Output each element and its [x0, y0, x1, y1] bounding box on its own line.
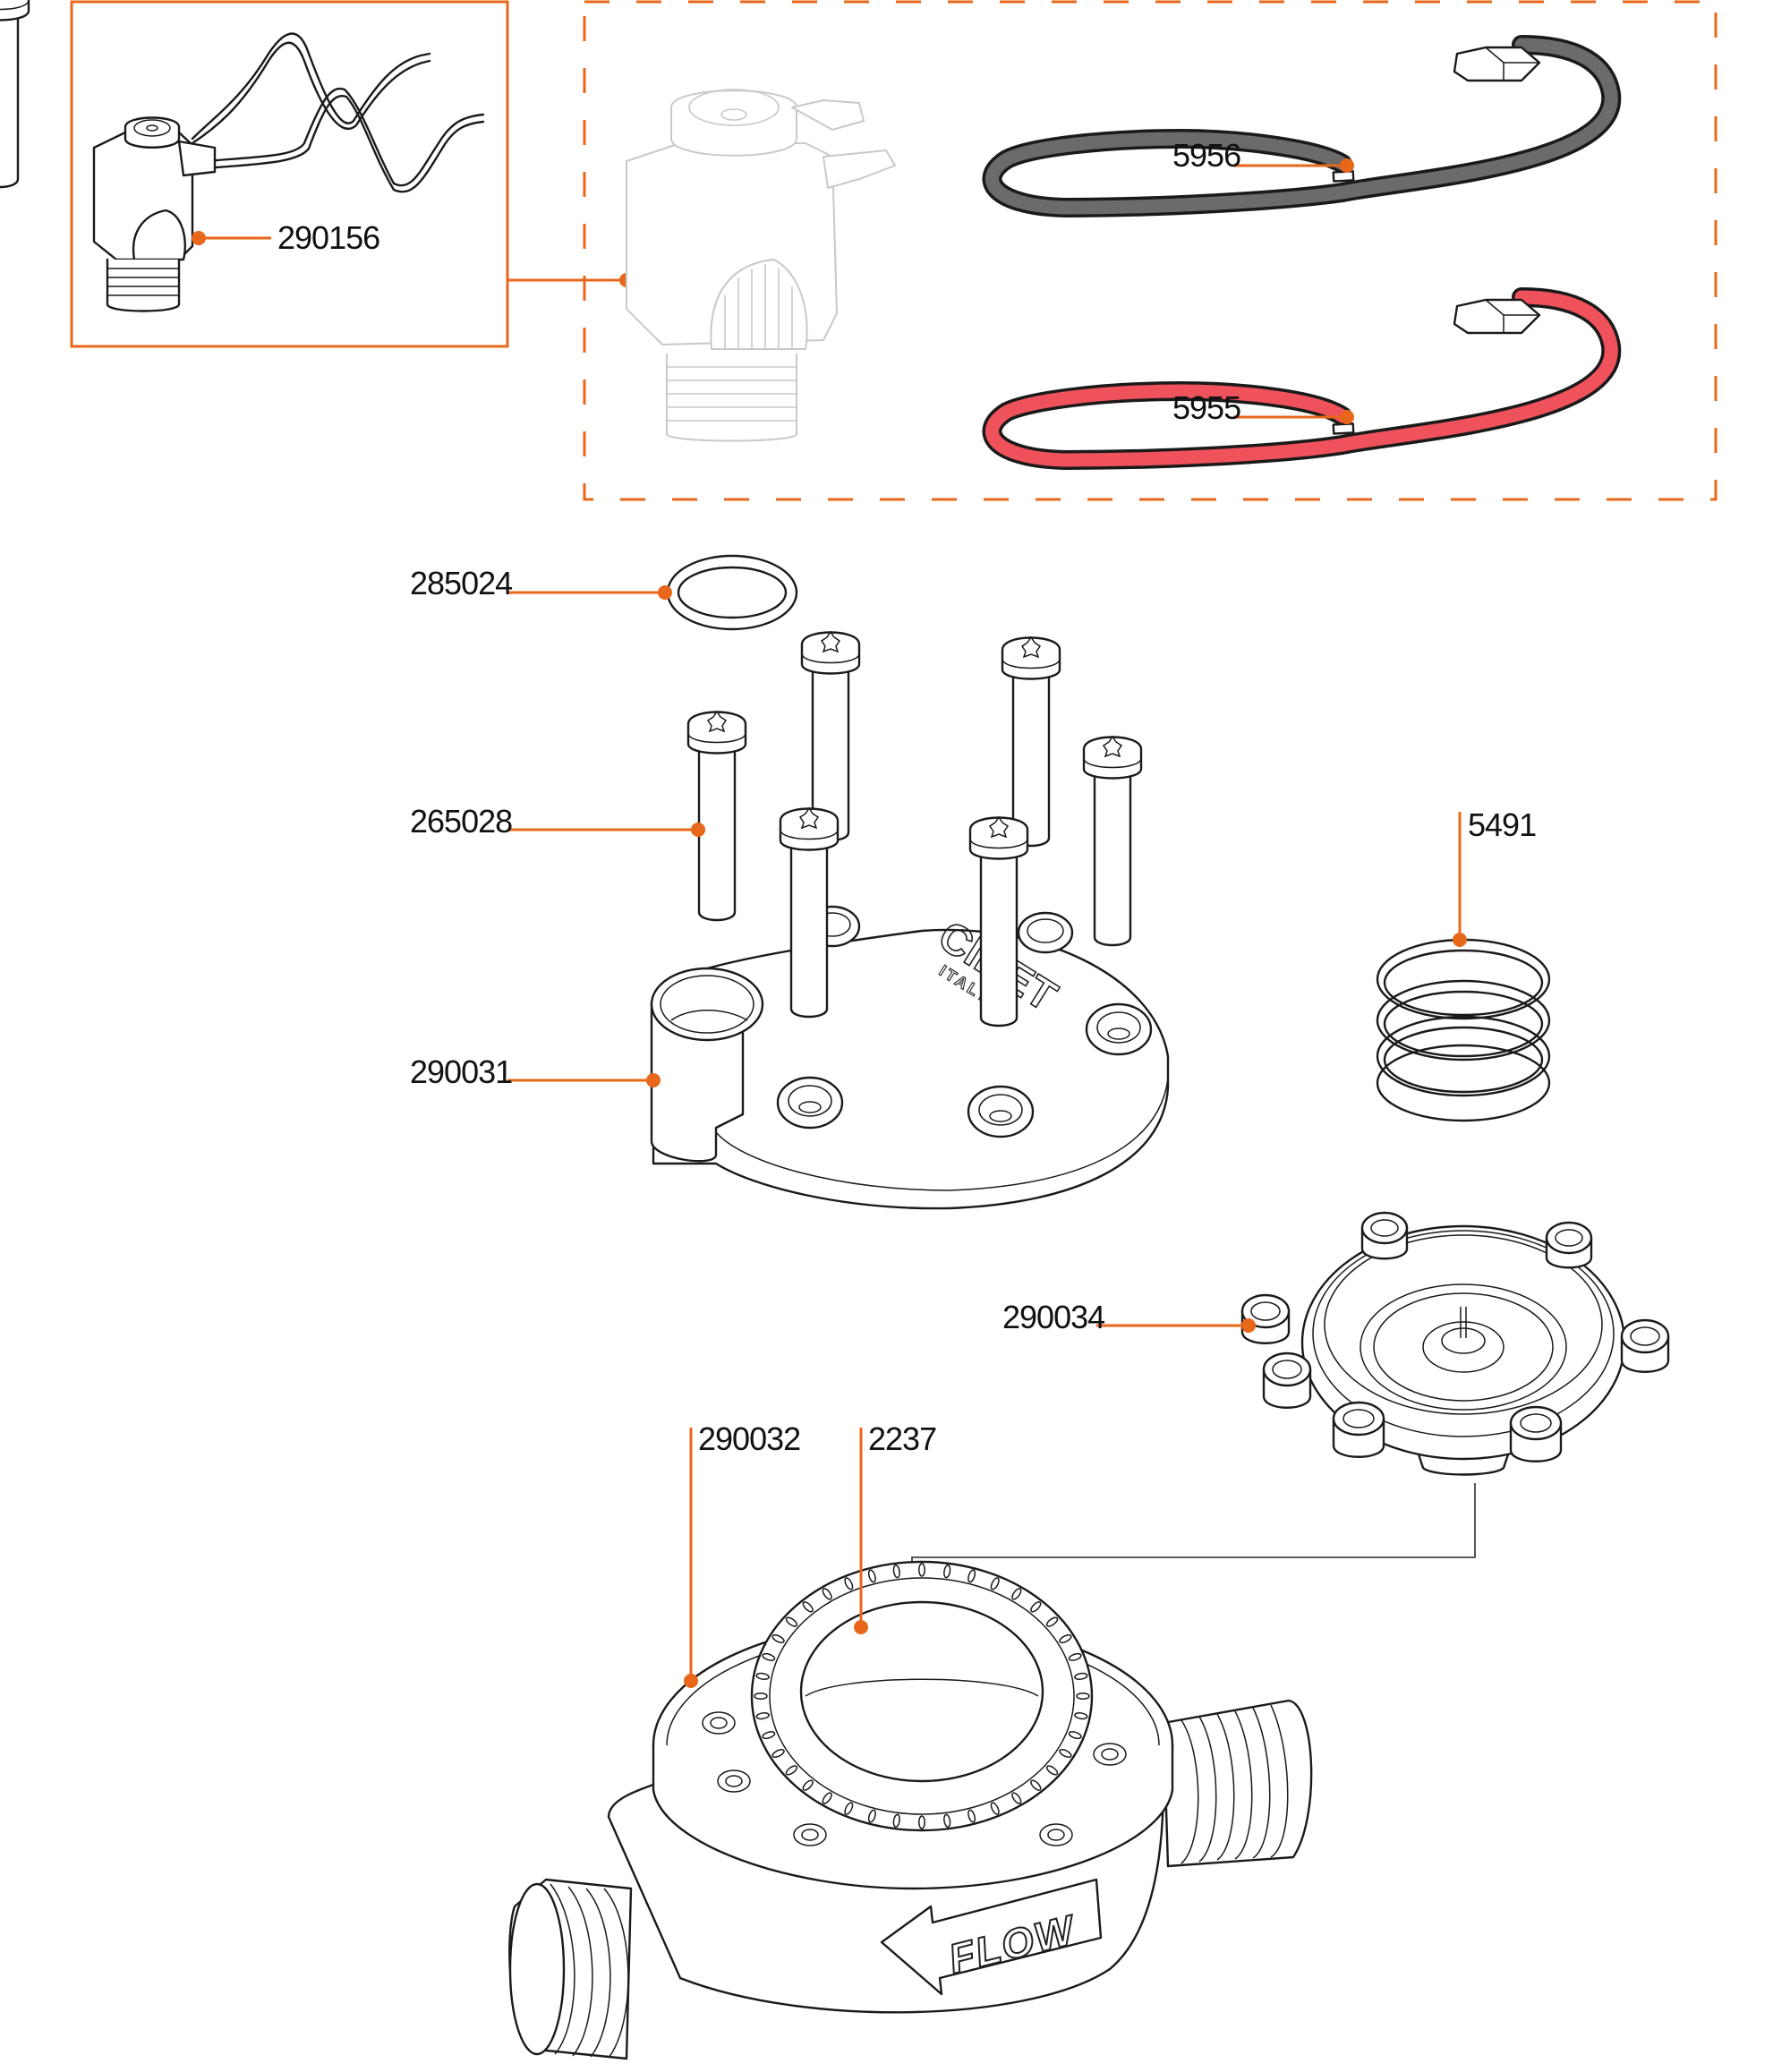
filter-slot	[1030, 1601, 1042, 1613]
filter-slot	[755, 1712, 770, 1720]
cable-sheath	[985, 290, 1618, 467]
spring-5491: 5491	[1376, 806, 1551, 1122]
red-cable-5955: 5955	[982, 287, 1622, 471]
screw	[686, 710, 747, 922]
filter-slot	[754, 1693, 768, 1700]
filter-slot	[867, 1809, 876, 1823]
callout-dot-285024	[658, 585, 672, 600]
filter-slot	[892, 1813, 900, 1828]
filter-slot	[844, 1802, 854, 1815]
solenoid-cap	[124, 116, 181, 149]
cable-connector	[1453, 46, 1541, 82]
valve-cover-290031: CIBET ITALY 290031	[410, 905, 1170, 1210]
callout-dot-290031	[646, 1073, 661, 1087]
filter-slot	[1059, 1748, 1072, 1759]
callout-dot-5491	[1453, 933, 1467, 947]
filter-slots	[754, 1563, 1090, 1829]
filter-slot	[822, 1792, 832, 1804]
cable-connector	[1453, 298, 1541, 335]
electrical-kit-group	[583, 0, 1718, 501]
filter-slot	[1011, 1792, 1022, 1804]
filter-slot	[943, 1813, 951, 1828]
filter-slot	[990, 1577, 1000, 1590]
filter-slot	[1074, 1712, 1088, 1720]
solenoid-thread	[106, 258, 181, 312]
filter-slot	[918, 1563, 925, 1577]
diaphragm-lugs	[1240, 1211, 1670, 1462]
filter-slot	[762, 1731, 776, 1740]
filter-slot	[1068, 1652, 1082, 1661]
part-label-2237: 2237	[868, 1420, 936, 1457]
part-label-290031: 290031	[410, 1053, 512, 1090]
filter-slot	[1074, 1672, 1088, 1680]
filter-slot	[1030, 1779, 1042, 1791]
callout-dot-290034	[1241, 1318, 1256, 1333]
filter-slot	[867, 1569, 876, 1583]
filter-slot	[802, 1779, 814, 1791]
screw	[1082, 735, 1143, 947]
callout-dot-5955	[1340, 410, 1354, 424]
filter-slot	[892, 1565, 900, 1579]
part-label-290032: 290032	[698, 1420, 800, 1457]
screws-265028	[0, 0, 30, 189]
callout-dot-265028	[691, 823, 705, 837]
filter-slot	[1045, 1616, 1059, 1627]
filter-ring-2237	[750, 1560, 1094, 1832]
part-label-5491: 5491	[1468, 806, 1536, 843]
part-label-5955: 5955	[1172, 389, 1240, 426]
o-ring-285024: 285024	[410, 554, 798, 631]
diaphragm-290034: 290034	[911, 1211, 1670, 1705]
callout-dot-290156	[192, 231, 206, 245]
part-label-5956: 5956	[1172, 137, 1240, 174]
filter-slot	[762, 1652, 776, 1661]
black-cable-5956: 5956	[982, 35, 1622, 218]
part-label-265028: 265028	[410, 803, 512, 840]
filter-slot	[967, 1809, 976, 1823]
filter-slot	[943, 1565, 951, 1579]
filter-slot	[967, 1569, 976, 1583]
filter-slot	[1076, 1693, 1090, 1700]
filter-slot	[1011, 1588, 1022, 1600]
solenoid-ghost-illustration	[626, 89, 896, 442]
solenoid-wires	[191, 32, 485, 193]
screw-instances: 265028	[410, 630, 1143, 1027]
part-label-290156: 290156	[277, 219, 379, 256]
filter-slot	[844, 1577, 854, 1590]
valve-body-290032: FLOW 290032 2237	[508, 1420, 1313, 2060]
inset-frame	[70, 0, 509, 348]
filter-slot	[771, 1633, 785, 1644]
filter-slot	[990, 1802, 1000, 1815]
callout-dot-290032	[684, 1674, 698, 1688]
filter-slot	[771, 1748, 785, 1759]
cable-sheath	[985, 38, 1618, 215]
filter-slot	[785, 1616, 798, 1627]
filter-slot	[918, 1815, 925, 1829]
callout-dot-2237	[854, 1620, 868, 1634]
filter-slot	[802, 1601, 814, 1613]
filter-slot	[755, 1672, 770, 1680]
callout-dot-5956	[1340, 158, 1354, 173]
filter-slot	[1068, 1731, 1082, 1740]
solenoid-inset: 290156	[70, 0, 634, 348]
filter-slot	[785, 1765, 798, 1776]
part-label-285024: 285024	[410, 565, 512, 601]
filter-slot	[1059, 1633, 1072, 1644]
filter-slot	[822, 1588, 832, 1600]
filter-slot	[1045, 1765, 1059, 1776]
part-label-290034: 290034	[1002, 1299, 1104, 1335]
screw	[1001, 635, 1061, 848]
